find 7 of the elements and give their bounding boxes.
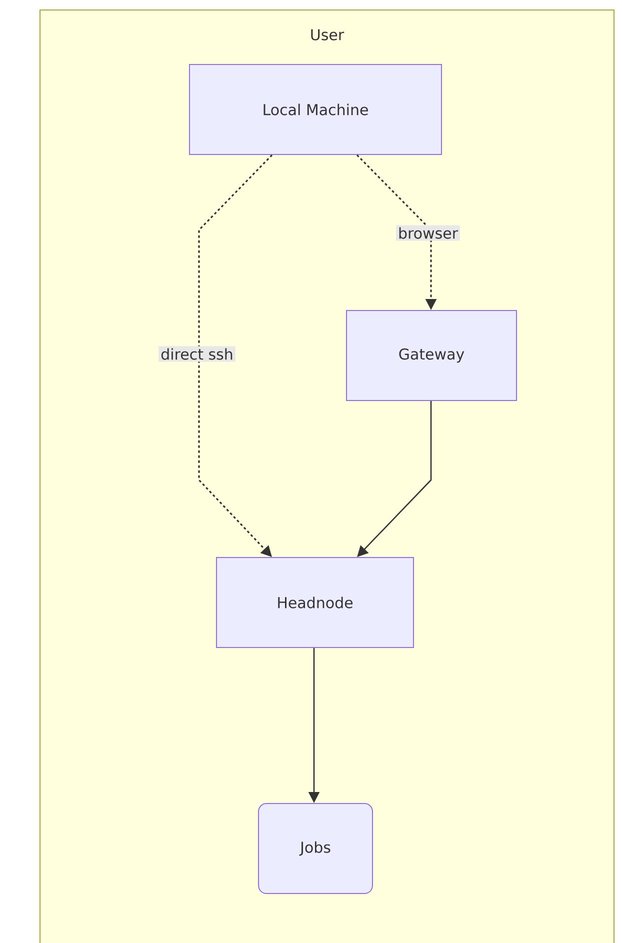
process-box: Jobs: [258, 803, 373, 894]
edge-label: direct ssh: [158, 346, 236, 362]
process-box: Headnode: [216, 557, 414, 648]
arrow: [357, 401, 432, 557]
edge-label: browser: [396, 225, 460, 241]
process-box: Gateway: [346, 310, 517, 401]
process-box: Local Machine: [189, 64, 442, 155]
